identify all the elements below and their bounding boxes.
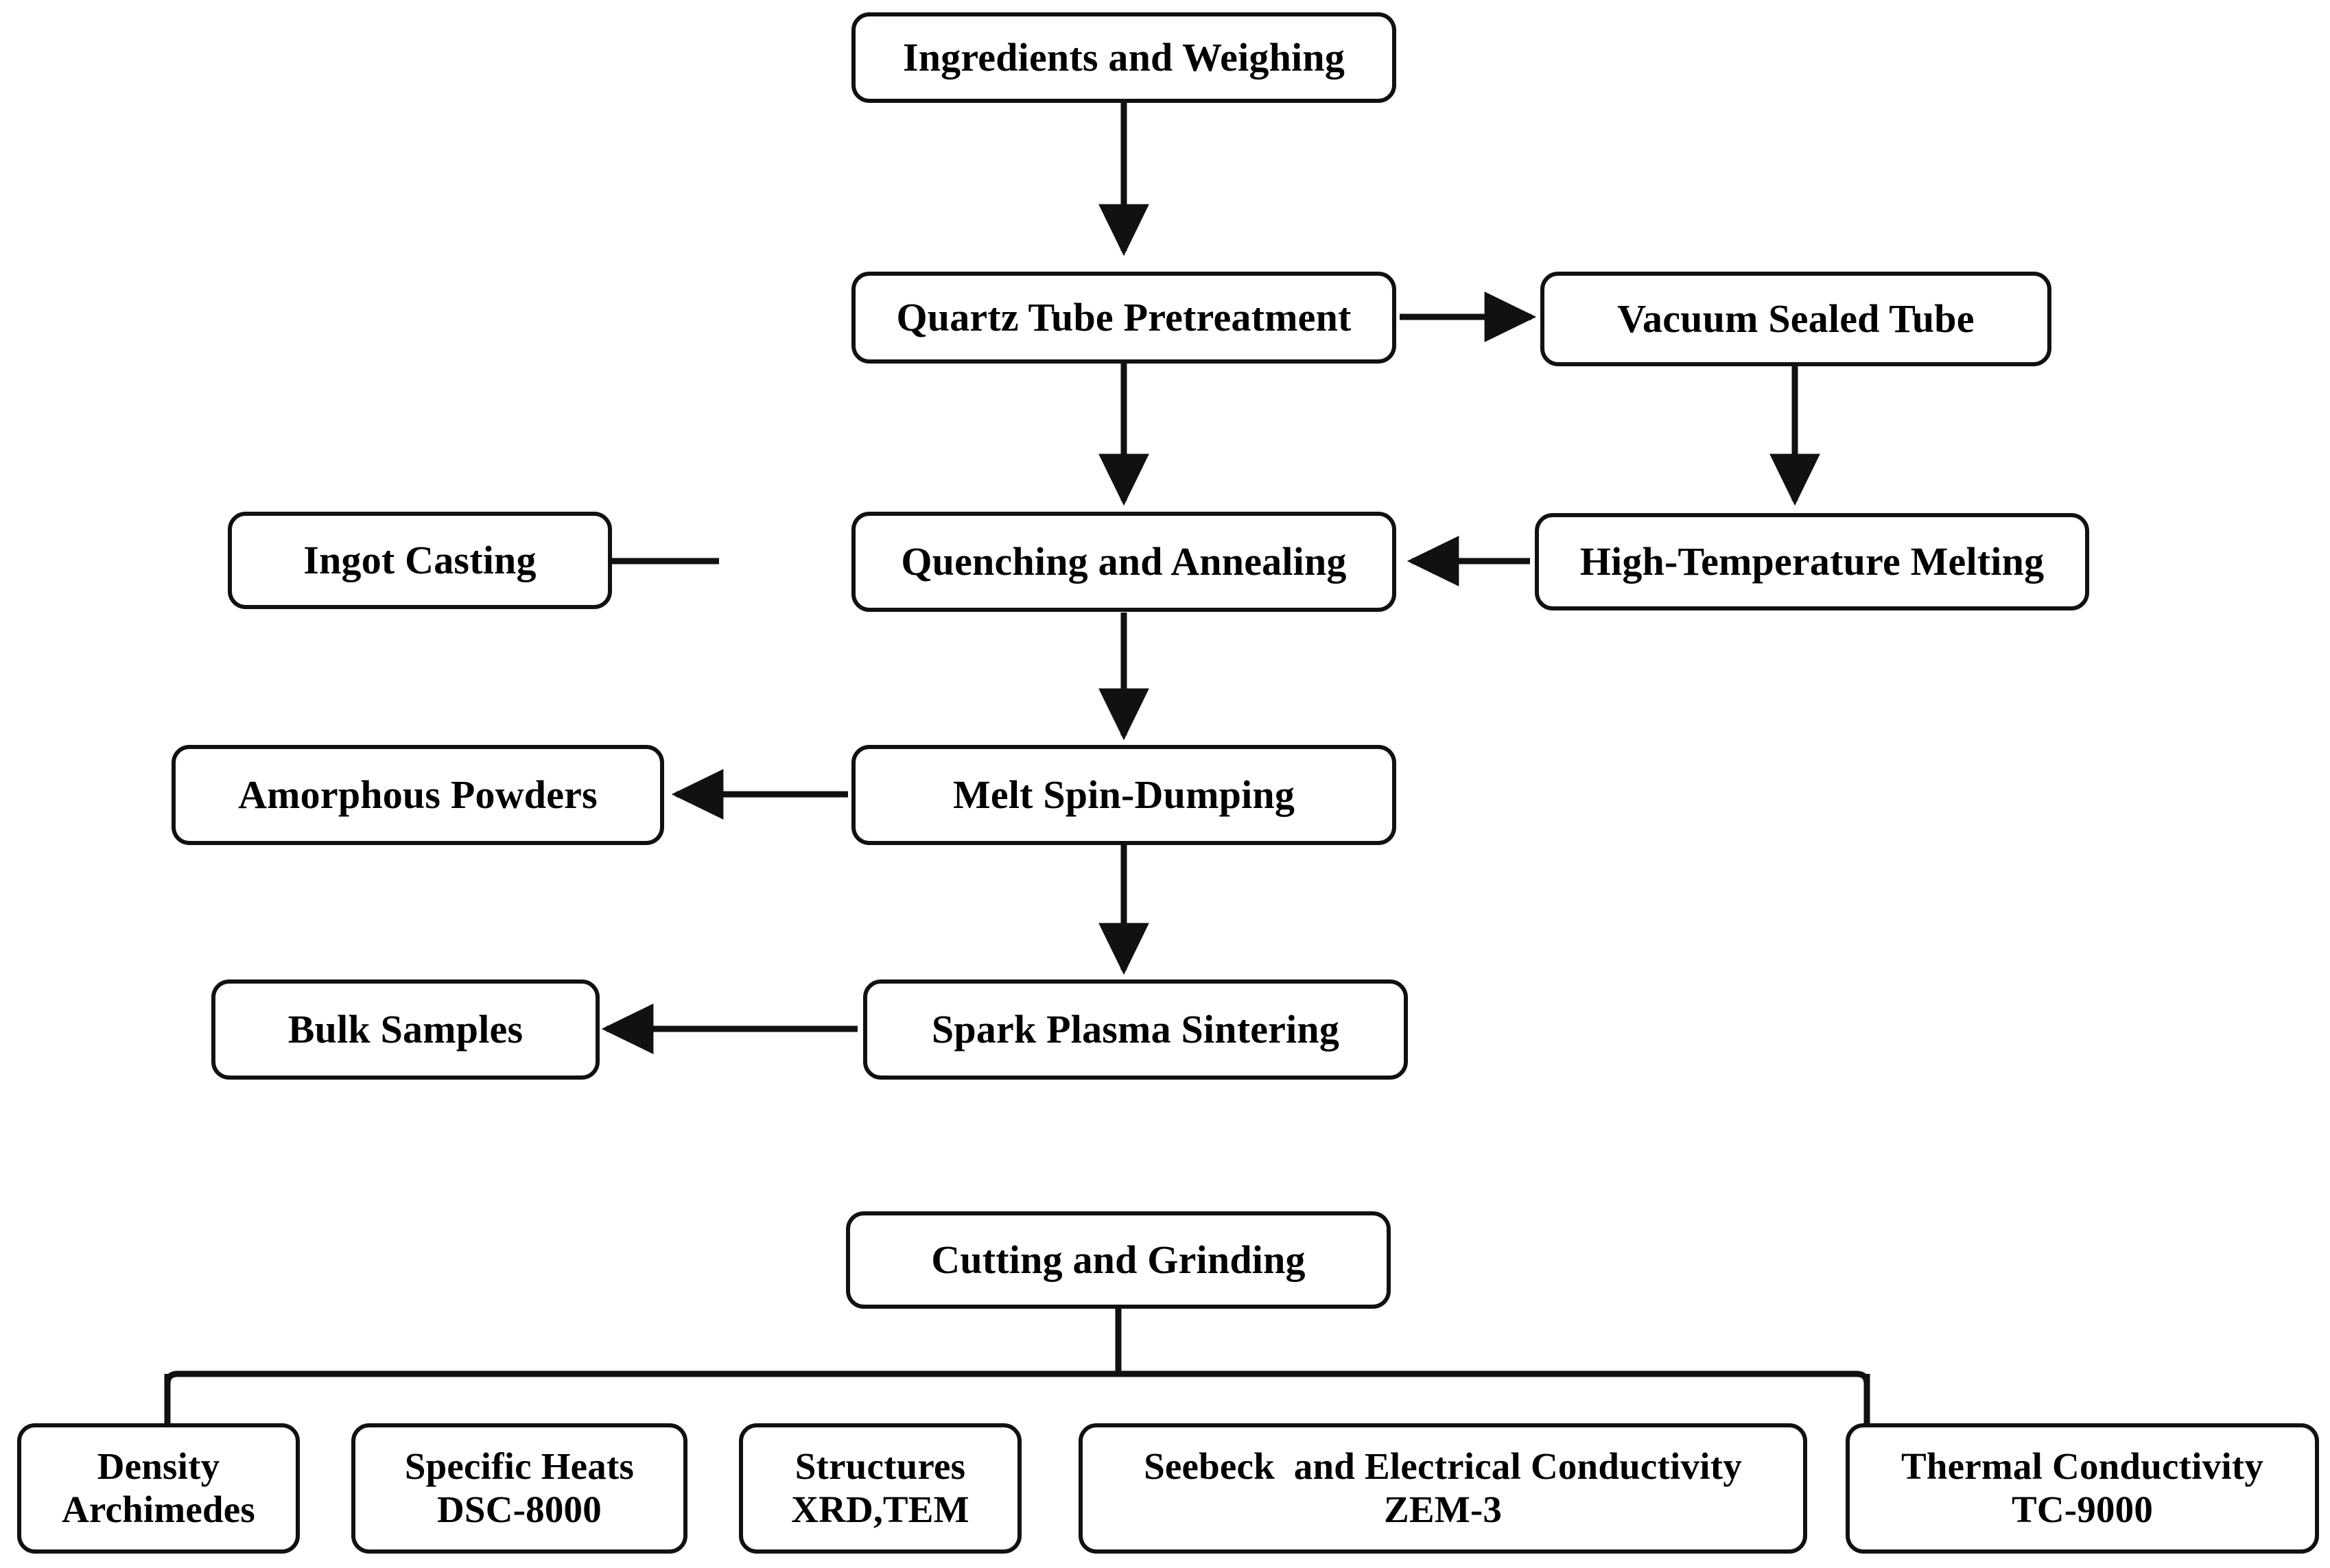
node-high-temperature-melting[interactable]: High-Temperature Melting (1535, 513, 2089, 610)
node-cutting-and-grinding[interactable]: Cutting and Grinding (846, 1211, 1391, 1309)
node-bulk-samples[interactable]: Bulk Samples (211, 979, 600, 1080)
measurement-title: Seebeck and Electrical Conductivity (1144, 1445, 1742, 1488)
edge-cutting-to-measurements (164, 1309, 1870, 1423)
node-ingot-casting[interactable]: Ingot Casting (228, 512, 612, 609)
measurement-method: ZEM-3 (1383, 1488, 1503, 1530)
node-label: Quartz Tube Pretreatment (896, 294, 1352, 340)
measurement-method: DSC-8000 (437, 1488, 602, 1530)
node-measurement-density[interactable]: Density Archimedes (17, 1423, 300, 1554)
node-vacuum-sealed-tube[interactable]: Vacuum Sealed Tube (1540, 272, 2051, 366)
node-label: Amorphous Powders (238, 772, 598, 817)
node-label: Ingredients and Weighing (902, 34, 1345, 80)
node-quartz-tube-pretreatment[interactable]: Quartz Tube Pretreatment (851, 272, 1396, 364)
measurement-method: TC-9000 (2011, 1488, 2154, 1530)
node-measurement-seebeck[interactable]: Seebeck and Electrical Conductivity ZEM-… (1079, 1423, 1807, 1554)
node-measurement-specific-heats[interactable]: Specific Heats DSC-8000 (351, 1423, 687, 1554)
measurement-title: Structures (795, 1445, 966, 1488)
measurement-title: Density (97, 1445, 220, 1488)
measurement-title: Thermal Conductivity (1901, 1445, 2264, 1488)
measurement-title: Specific Heats (404, 1445, 635, 1488)
node-label: Melt Spin-Dumping (952, 772, 1295, 817)
node-measurement-thermal-conductivity[interactable]: Thermal Conductivity TC-9000 (1846, 1423, 2319, 1554)
node-amorphous-powders[interactable]: Amorphous Powders (172, 745, 664, 845)
node-label: Bulk Samples (287, 1006, 523, 1052)
node-label: Spark Plasma Sintering (931, 1006, 1340, 1052)
bracket-drop-stubs (164, 1374, 1870, 1423)
node-label: Ingot Casting (303, 537, 537, 582)
node-label: Cutting and Grinding (931, 1237, 1306, 1282)
node-label: High-Temperature Melting (1579, 538, 2045, 584)
node-spark-plasma-sintering[interactable]: Spark Plasma Sintering (863, 979, 1408, 1080)
node-measurement-structures[interactable]: Structures XRD,TEM (739, 1423, 1022, 1554)
node-quenching-and-annealing[interactable]: Quenching and Annealing (851, 512, 1396, 612)
node-ingredients-and-weighing[interactable]: Ingredients and Weighing (851, 12, 1396, 103)
measurement-method: XRD,TEM (791, 1488, 969, 1530)
node-melt-spin-dumping[interactable]: Melt Spin-Dumping (851, 745, 1396, 845)
node-label: Quenching and Annealing (901, 538, 1347, 584)
node-label: Vacuum Sealed Tube (1617, 296, 1975, 341)
measurement-method: Archimedes (61, 1488, 256, 1530)
